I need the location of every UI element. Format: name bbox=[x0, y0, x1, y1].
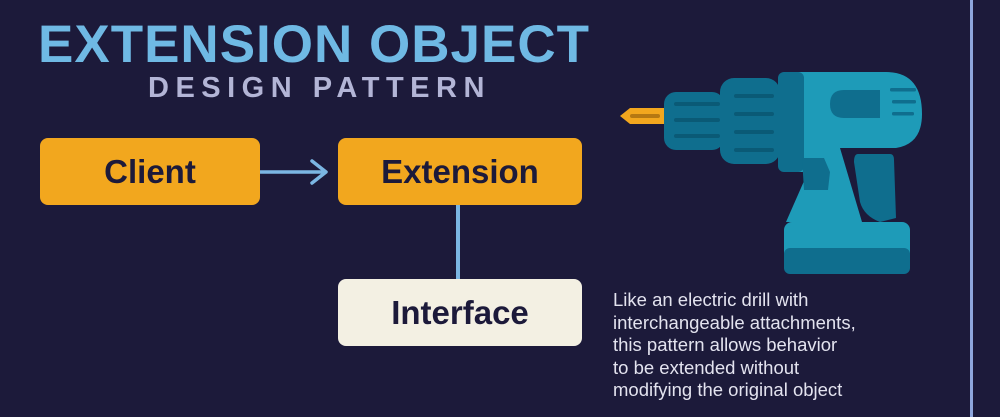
client-node: Client bbox=[40, 138, 260, 205]
interface-node: Interface bbox=[338, 279, 582, 346]
electric-drill-icon bbox=[620, 72, 922, 274]
description-line: this pattern allows behavior bbox=[613, 334, 838, 355]
extension-node-label: Extension bbox=[381, 152, 539, 190]
arrow-right-icon bbox=[260, 159, 328, 185]
page-subtitle: DESIGN PATTERN bbox=[148, 72, 491, 104]
description-line: to be extended without bbox=[613, 356, 800, 378]
extension-node: Extension bbox=[338, 138, 582, 205]
page-title: EXTENSION OBJECT bbox=[38, 15, 590, 74]
description-text: Like an electric drill with interchangea… bbox=[613, 289, 953, 402]
vertical-divider bbox=[970, 0, 973, 417]
client-node-label: Client bbox=[104, 152, 196, 190]
description-line: Like an electric drill with bbox=[613, 289, 809, 310]
interface-node-label: Interface bbox=[391, 293, 529, 331]
description-line: interchangeable attachments, bbox=[613, 311, 856, 333]
description-line: modifying the original object bbox=[613, 379, 843, 400]
connector-line bbox=[456, 205, 460, 279]
